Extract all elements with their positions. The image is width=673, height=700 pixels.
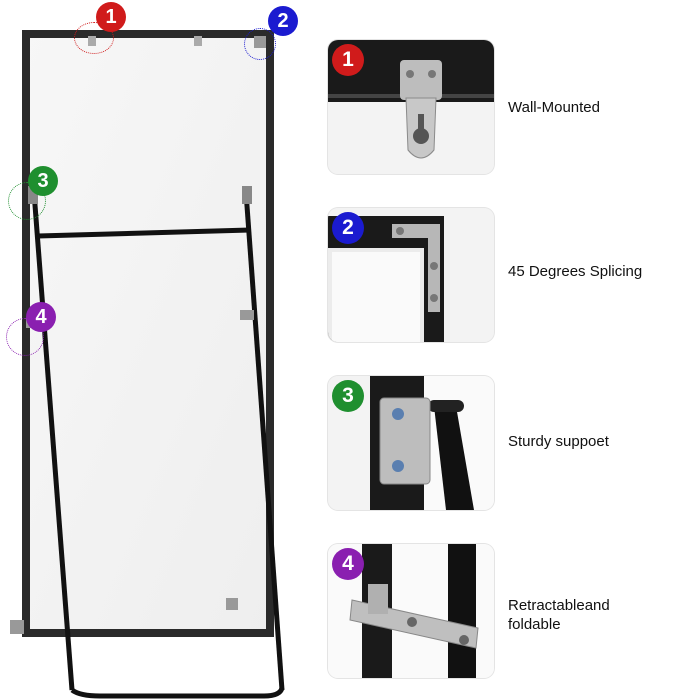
stand-crossbar [37, 227, 251, 239]
panel-badge-4: 4 [332, 548, 364, 580]
stand-leg-right [243, 191, 285, 691]
panel-badge-3: 3 [332, 380, 364, 412]
detail-panel-45-degrees: 2 [328, 208, 494, 342]
hook-detail-image [328, 40, 494, 174]
feature-label-retractable: Retractableand foldable [508, 597, 610, 633]
badge-2: 2 [268, 6, 298, 36]
panel-badge-2: 2 [332, 212, 364, 244]
feature-label-sturdy-support: Sturdy suppoet [508, 433, 609, 450]
detail-panel-sturdy-support: 3 [328, 376, 494, 510]
callout-ring-1 [74, 22, 114, 54]
wall-hook-right [194, 36, 202, 46]
callout-ring-3 [8, 182, 46, 220]
badge-3: 3 [28, 166, 58, 196]
mirror-back-illustration [10, 30, 285, 699]
hinge-detail-image [328, 544, 494, 678]
badge-4: 4 [26, 302, 56, 332]
panel-badge-1: 1 [332, 44, 364, 76]
badge-1: 1 [96, 2, 126, 32]
callout-ring-4 [6, 318, 44, 356]
detail-panel-wall-mounted: 1 [328, 40, 494, 174]
callout-ring-2 [244, 28, 276, 60]
feature-label-wall-mounted: Wall-Mounted [508, 99, 600, 116]
detail-panel-retractable: 4 [328, 544, 494, 678]
stand-leg-left [31, 191, 75, 691]
feature-label-45-degrees: 45 Degrees Splicing [508, 263, 643, 280]
